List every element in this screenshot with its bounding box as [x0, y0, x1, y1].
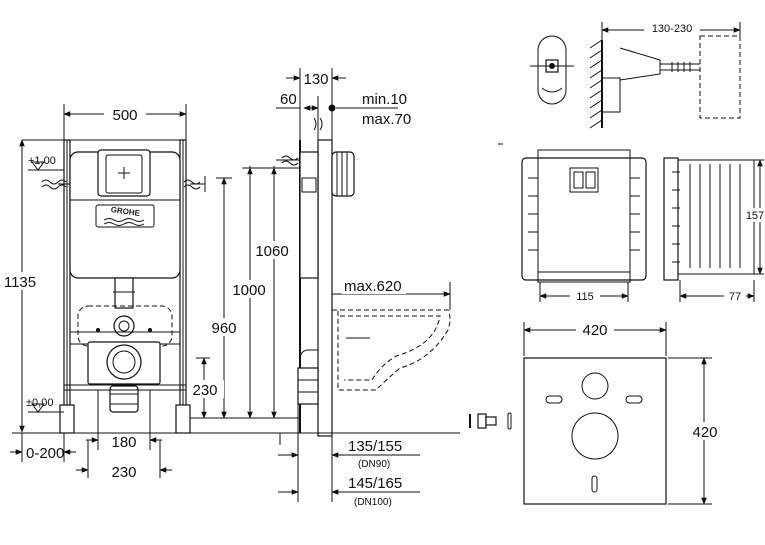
isolation-mat: [523, 357, 667, 505]
dim-plate-115: 115: [576, 291, 594, 303]
mat-view: 420 420: [469, 320, 724, 505]
dim-bracket-130-230: 130-230: [652, 23, 692, 35]
label-max-70: max.70: [362, 111, 411, 128]
flush-plate-side: [331, 151, 355, 197]
dim-dn100: 145/165: [348, 475, 402, 492]
dim-mat-height-420: 420: [692, 424, 717, 441]
bracket-detail: 130-230: [530, 20, 741, 129]
dim-max-620: max.620: [344, 278, 402, 295]
dim-width-500: 500: [112, 107, 137, 124]
dim-height-1060: 1060: [255, 243, 288, 260]
level-plus-100: +1,00: [28, 155, 56, 167]
label-min-10: min.10: [362, 91, 407, 108]
plate-front: [521, 157, 647, 281]
toilet-bowl-outline: [332, 309, 451, 391]
pan-connector: [113, 315, 135, 337]
front-view: GROHE: [2, 104, 206, 481]
plate-views: 115 157 77: [498, 143, 765, 303]
side-frame: [317, 139, 333, 437]
dim-plate-77: 77: [729, 291, 741, 303]
level-zero: ±0,00: [26, 397, 53, 409]
label-dn100: (DN100): [354, 497, 392, 508]
waste-pipe-end: [106, 344, 142, 380]
dim-height-1135: 1135: [4, 274, 36, 291]
dim-height-1000: 1000: [232, 282, 265, 299]
dim-dn90: 135/155: [348, 438, 402, 455]
dim-height-230: 230: [192, 382, 217, 399]
dim-bottom-230: 230: [111, 464, 136, 481]
dim-plate-157: 157: [746, 210, 764, 222]
dim-depth-130: 130: [303, 71, 328, 88]
label-dn90: (DN90): [358, 459, 390, 470]
dim-pipe-180: 180: [111, 434, 136, 451]
grohe-logo: GROHE: [110, 205, 141, 218]
dim-adjust-0-200: 0-200: [26, 445, 64, 462]
logo-plate: [95, 204, 155, 228]
dim-gap-60: 60: [280, 91, 297, 108]
dim-height-960: 960: [211, 320, 236, 337]
dim-mat-width-420: 420: [582, 322, 607, 339]
side-view: 130 60 min.10 max.70 1060 1000: [190, 68, 460, 508]
